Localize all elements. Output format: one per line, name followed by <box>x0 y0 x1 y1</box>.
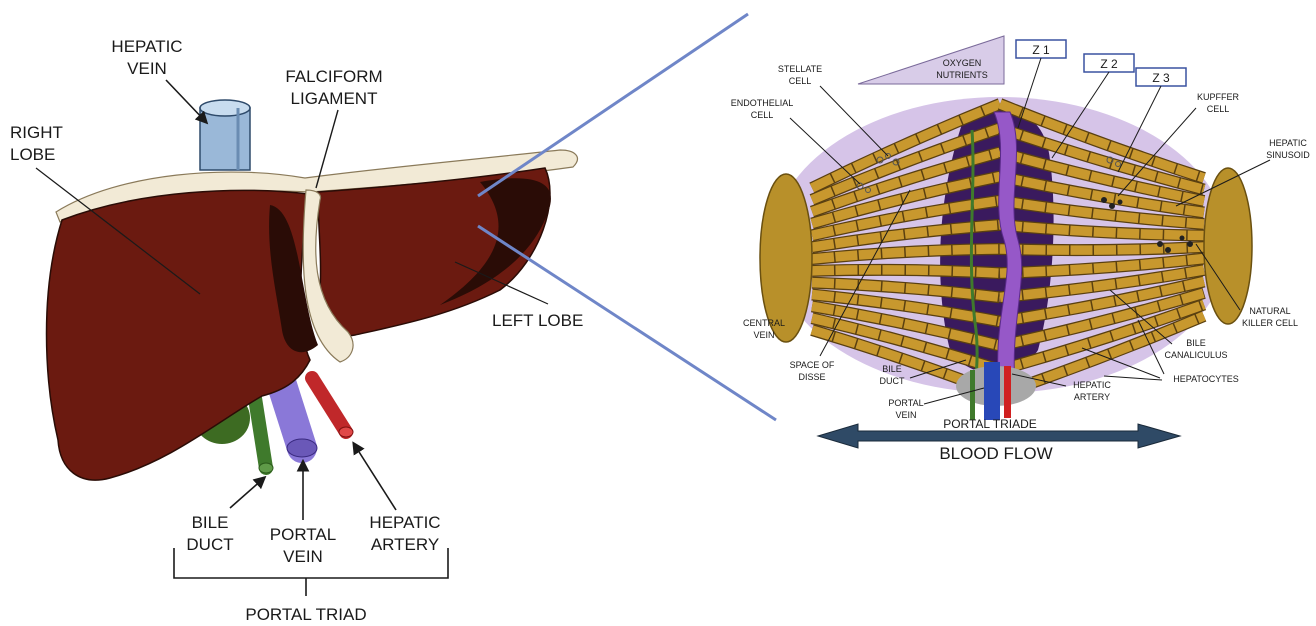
svg-text:LIGAMENT: LIGAMENT <box>291 89 378 108</box>
svg-text:PORTAL: PORTAL <box>270 525 336 544</box>
bile-duct-vessel-lobule <box>970 370 975 420</box>
oxygen-nutrient-gradient: OXYGEN NUTRIENTS <box>858 36 1004 84</box>
zoom-connector-upper <box>478 14 748 196</box>
svg-text:DISSE: DISSE <box>798 372 825 382</box>
hepatic-vein-vessel <box>200 100 250 170</box>
svg-text:OXYGEN: OXYGEN <box>943 58 982 68</box>
label-portal-triade: PORTAL TRIADE <box>943 417 1037 431</box>
lobule-drawing <box>760 97 1252 420</box>
svg-text:PORTAL TRIAD: PORTAL TRIAD <box>245 605 366 624</box>
svg-text:VEIN: VEIN <box>895 410 916 420</box>
svg-text:Z 1: Z 1 <box>1032 43 1050 57</box>
svg-text:SPACE OF: SPACE OF <box>790 360 835 370</box>
svg-text:BILE: BILE <box>1186 338 1206 348</box>
hepatocyte-plate <box>1000 247 1204 250</box>
svg-text:CELL: CELL <box>1207 104 1230 114</box>
svg-text:LEFT LOBE: LEFT LOBE <box>492 311 583 330</box>
svg-text:KUPFFER: KUPFFER <box>1197 92 1240 102</box>
bile-duct-vessel <box>255 398 273 473</box>
svg-text:Z 2: Z 2 <box>1100 57 1118 71</box>
label-portal-vein: PORTAL VEIN <box>270 462 336 566</box>
svg-text:NUTRIENTS: NUTRIENTS <box>936 70 988 80</box>
svg-text:HEPATIC: HEPATIC <box>1073 380 1111 390</box>
svg-text:VEIN: VEIN <box>283 547 323 566</box>
svg-text:VEIN: VEIN <box>127 59 167 78</box>
svg-text:KILLER CELL: KILLER CELL <box>1242 318 1298 328</box>
label-hepatic-vein: HEPATIC VEIN <box>111 37 206 122</box>
svg-text:CELL: CELL <box>751 110 774 120</box>
portal-vein-vessel <box>282 385 317 457</box>
svg-text:BLOOD FLOW: BLOOD FLOW <box>939 444 1052 463</box>
portal-vein-vessel-lobule <box>984 362 1000 420</box>
svg-text:CANALICULUS: CANALICULUS <box>1164 350 1227 360</box>
svg-text:ARTERY: ARTERY <box>1074 392 1110 402</box>
svg-text:Z 3: Z 3 <box>1152 71 1170 85</box>
svg-text:ARTERY: ARTERY <box>371 535 439 554</box>
svg-text:FALCIFORM: FALCIFORM <box>285 67 382 86</box>
svg-text:PORTAL: PORTAL <box>888 398 923 408</box>
svg-text:VEIN: VEIN <box>753 330 774 340</box>
hepatic-artery-vessel-lobule <box>1004 366 1011 418</box>
svg-text:CELL: CELL <box>789 76 812 86</box>
svg-text:PORTAL TRIADE: PORTAL TRIADE <box>943 417 1037 431</box>
liver-drawing <box>47 100 578 480</box>
svg-text:ENDOTHELIAL: ENDOTHELIAL <box>731 98 794 108</box>
svg-text:HEPATIC: HEPATIC <box>111 37 182 56</box>
svg-text:CENTRAL: CENTRAL <box>743 318 785 328</box>
svg-text:STELLATE: STELLATE <box>778 64 822 74</box>
svg-text:HEPATIC: HEPATIC <box>369 513 440 532</box>
hepatic-artery-vessel <box>312 378 353 437</box>
svg-text:HEPATOCYTES: HEPATOCYTES <box>1173 374 1239 384</box>
svg-text:BILE: BILE <box>882 364 902 374</box>
label-hepatic-artery: HEPATIC ARTERY <box>354 444 441 554</box>
svg-text:DUCT: DUCT <box>880 376 905 386</box>
svg-text:BILE: BILE <box>192 513 229 532</box>
label-bile-duct: BILE DUCT <box>186 478 264 554</box>
svg-text:RIGHT: RIGHT <box>10 123 63 142</box>
svg-text:DUCT: DUCT <box>186 535 233 554</box>
central-vein-left <box>760 174 812 342</box>
svg-text:LOBE: LOBE <box>10 145 55 164</box>
svg-text:NATURAL: NATURAL <box>1249 306 1290 316</box>
central-vein-right <box>1204 168 1252 324</box>
svg-text:HEPATIC: HEPATIC <box>1269 138 1307 148</box>
svg-text:SINUSOID: SINUSOID <box>1266 150 1310 160</box>
